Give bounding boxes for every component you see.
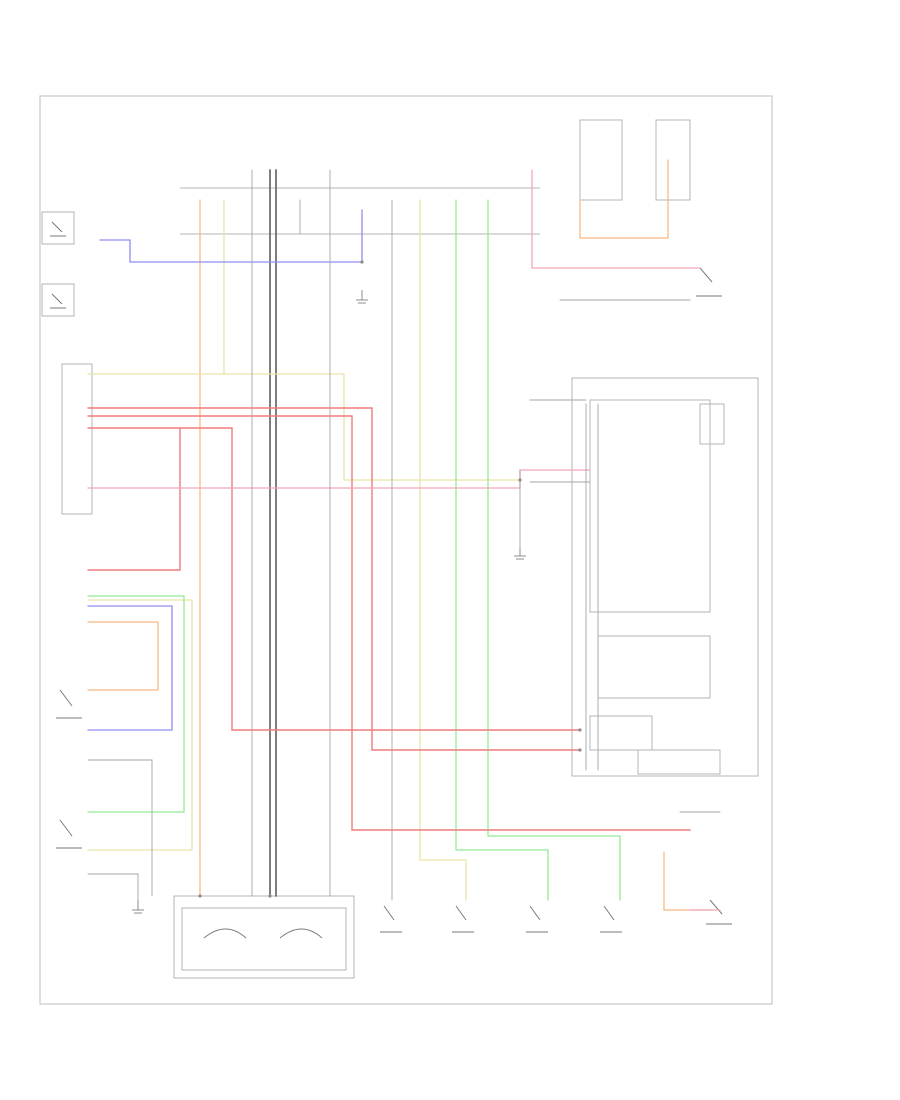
upper-left-switch-group [41,211,75,317]
right-control-module [571,377,759,777]
left-connector-block [61,363,93,515]
bottom-main-switch [173,895,355,979]
top-right-relay-group [579,119,722,297]
top-connector-strip [180,187,540,235]
ground-symbols [132,290,526,914]
lower-left-switch-group [56,689,82,849]
splice-points [198,260,582,898]
bottom-switch-row [380,905,622,933]
diagram-frame [39,95,773,1005]
lower-right-switch [706,899,732,925]
wires [87,159,721,911]
